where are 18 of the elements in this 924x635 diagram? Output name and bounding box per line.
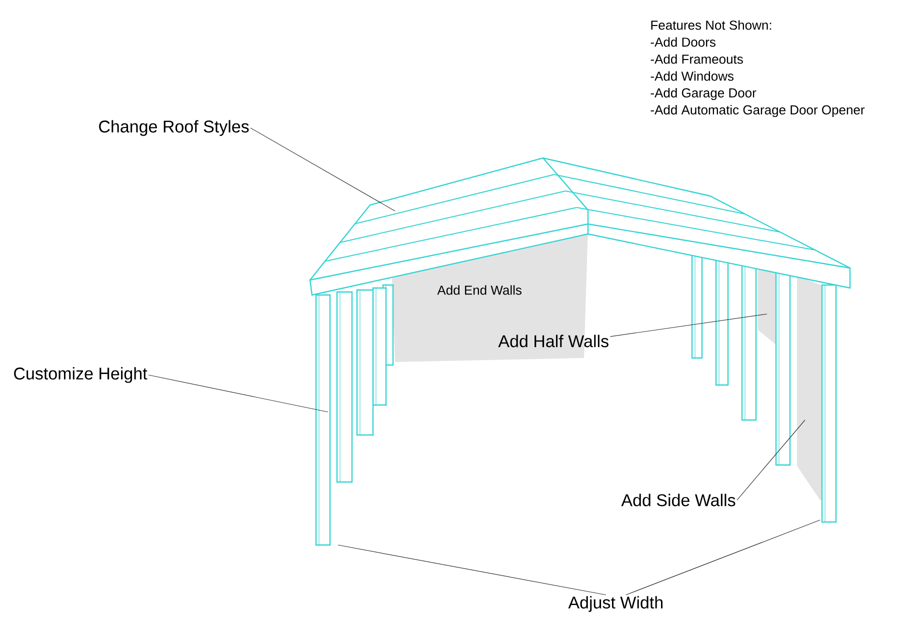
note-text: -Add Automatic Garage Door Opener (650, 104, 865, 118)
leader-label: Adjust Width (568, 596, 662, 612)
leader-line (338, 544, 606, 596)
note-text: -Add Windows (650, 71, 734, 81)
leader-line (610, 314, 768, 337)
leader-label: Add Half Walls (498, 334, 608, 348)
leader-line (626, 520, 820, 596)
leader-line (736, 420, 806, 500)
wall-label: Add End Walls (437, 285, 522, 295)
leader-label: Customize Height (14, 367, 148, 383)
leader-line (148, 374, 328, 412)
leader-label: Change Roof Styles (99, 120, 249, 136)
note-text: -Add Garage Door (650, 88, 756, 100)
note-text: -Add Doors (650, 37, 716, 47)
leader-line (250, 128, 396, 212)
note-text: Features Not Shown: (651, 20, 772, 30)
leader-label: Add Side Walls (621, 494, 736, 506)
note-text: -Add Frameouts (650, 54, 743, 64)
